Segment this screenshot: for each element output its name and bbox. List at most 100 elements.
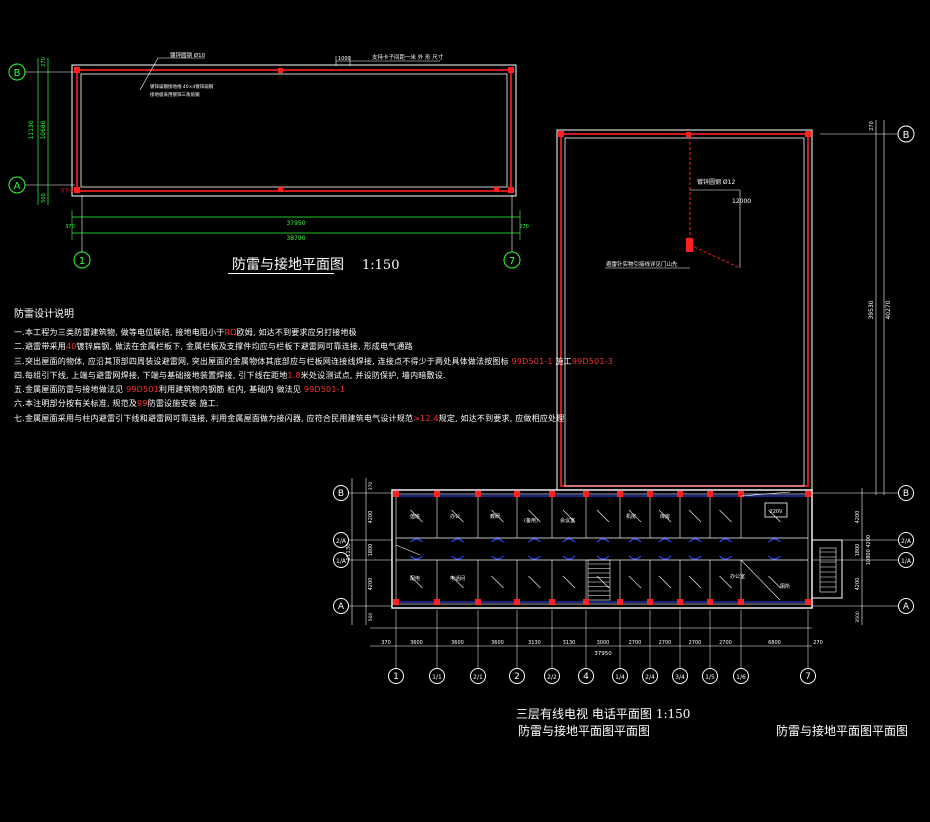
grid-bubble xyxy=(388,668,404,684)
svg-text:会议室: 会议室 xyxy=(560,517,575,524)
column-marker xyxy=(738,599,744,605)
row-bubble-label: 1/A xyxy=(336,558,347,565)
note-line-3: 三.突出屋面的物体, 应沿其顶部四周装设避雷网, 突出屋面的金属物体其底部应与栏… xyxy=(14,356,614,366)
grid-bubble-label: 3/4 xyxy=(675,674,685,681)
svg-text:37950: 37950 xyxy=(594,651,612,657)
top-plan-lightning-belt xyxy=(76,69,512,192)
grid-bubble xyxy=(544,668,560,684)
right-plan-outline xyxy=(556,129,813,491)
device-symbol xyxy=(688,509,702,523)
svg-text:厕所: 厕所 xyxy=(780,583,790,590)
column-marker xyxy=(805,491,811,497)
svg-text:370: 370 xyxy=(381,640,391,646)
row-bubble-label: B xyxy=(338,489,344,499)
grid-bubble-b-right: B xyxy=(897,125,915,143)
top-plan-title-underline xyxy=(228,273,334,274)
device-symbol xyxy=(768,509,781,523)
grid-bubble-b-top: B xyxy=(8,63,26,81)
svg-text:370: 370 xyxy=(368,482,374,491)
top-roof-plan: B A 1 7 11130 10680 270 500 37950 387 xyxy=(8,51,529,269)
grid-bubble xyxy=(642,668,658,684)
grid-bubble xyxy=(702,668,718,684)
svg-text:1: 1 xyxy=(79,256,85,267)
lamp-symbol xyxy=(562,538,576,560)
column-marker xyxy=(434,491,440,497)
grid-bubble-7-top: 7 xyxy=(503,251,521,269)
column-marker xyxy=(514,599,520,605)
device-symbol xyxy=(410,509,423,523)
svg-text:500: 500 xyxy=(41,193,47,203)
grid-bubble-label: 1/6 xyxy=(736,674,746,681)
lamp-symbol xyxy=(768,538,781,560)
top-plan-scale: 1:150 xyxy=(362,258,400,273)
floor-plan-outline xyxy=(391,489,813,609)
svg-text:4200: 4200 xyxy=(855,511,861,524)
svg-text:12000: 12000 xyxy=(732,198,751,205)
floor-plan-subtitle: 防雷与接地平面图平面图 xyxy=(518,724,651,738)
device-symbol xyxy=(596,509,610,523)
device-symbol xyxy=(528,509,541,523)
note-line-7: 七.金属屋面采用与柱内避雷引下线和避雷网可靠连接, 利用金属屋面做为接闪器, 应… xyxy=(14,413,565,423)
svg-text:11130: 11130 xyxy=(346,543,352,561)
bay-dimension: 3130 xyxy=(563,640,576,646)
column-marker xyxy=(738,491,744,497)
grid-bubble-label: 2/4 xyxy=(645,674,655,681)
row-bubble-left xyxy=(333,552,349,568)
svg-text:接地极采用镀锌三角角钢: 接地极采用镀锌三角角钢 xyxy=(150,91,200,98)
device-symbol xyxy=(628,575,642,589)
column-marker xyxy=(647,491,653,497)
lamp-symbol xyxy=(410,538,423,560)
device-symbol xyxy=(491,509,504,523)
grid-bubble-label: 2/1 xyxy=(473,674,483,681)
wiring-run xyxy=(740,491,791,497)
svg-text:10680: 10680 xyxy=(40,120,47,139)
grid-bubble xyxy=(509,668,525,684)
svg-text:引下线: 引下线 xyxy=(60,187,74,194)
svg-text:机房: 机房 xyxy=(626,513,636,520)
grid-bubble-label: 7 xyxy=(805,672,811,682)
svg-text:A: A xyxy=(14,181,21,192)
row-bubble-label: A xyxy=(903,602,910,612)
svg-text:镀锌圆钢 Ø12: 镀锌圆钢 Ø12 xyxy=(697,178,735,186)
device-symbol xyxy=(528,575,541,589)
svg-text:4200: 4200 xyxy=(368,578,374,591)
lamp-symbol xyxy=(596,538,610,560)
bay-dimension: 2700 xyxy=(689,640,702,646)
note-line-6: 六.本注明部分按有关标准, 规范及99防雷设施安装 施工. xyxy=(14,399,219,409)
bay-dimension: 3600 xyxy=(491,640,504,646)
column-marker xyxy=(583,599,589,605)
svg-text:39530: 39530 xyxy=(868,300,875,319)
lamp-symbol xyxy=(688,538,702,560)
row-bubble-label: A xyxy=(338,602,345,612)
bay-dimension: 3000 xyxy=(597,640,610,646)
svg-text:4200: 4200 xyxy=(368,511,374,524)
row-bubble-label: 2/A xyxy=(336,538,347,545)
design-notes: 防雷设计说明 一.本工程为三类防雷建筑物, 做等电位联结, 接地电阻小于RΩ欧姆… xyxy=(14,305,614,426)
lamp-symbol xyxy=(658,538,672,560)
device-symbol xyxy=(562,575,576,589)
device-symbol xyxy=(628,509,642,523)
row-bubble-label: 2/A xyxy=(901,538,912,545)
svg-text:4200: 4200 xyxy=(855,578,861,591)
column-marker xyxy=(677,491,683,497)
column-marker xyxy=(647,599,653,605)
device-symbol xyxy=(451,509,464,523)
svg-text:(备用): (备用) xyxy=(524,517,538,524)
svg-text:教研: 教研 xyxy=(490,513,500,520)
svg-text:270: 270 xyxy=(813,640,823,646)
svg-text:500: 500 xyxy=(368,613,374,622)
row-bubble-right xyxy=(898,552,914,568)
svg-text:办公室: 办公室 xyxy=(730,573,745,580)
top-plan-outline xyxy=(71,64,517,197)
grid-bubble xyxy=(733,668,749,684)
svg-text:配电: 配电 xyxy=(410,575,420,582)
svg-text:支持卡子间距一米 外 形 尺寸: 支持卡子间距一米 外 形 尺寸 xyxy=(372,53,444,61)
row-bubble-label: B xyxy=(903,489,909,499)
grid-bubble xyxy=(429,668,445,684)
svg-text:40270: 40270 xyxy=(885,300,892,319)
svg-text:270: 270 xyxy=(869,121,875,131)
device-symbol xyxy=(658,575,672,589)
bay-dimension: 2700 xyxy=(629,640,642,646)
grid-bubble-label: 1/1 xyxy=(432,674,442,681)
note-line-4: 四.每组引下线, 上端与避雷网焊接, 下端与基础接地装置焊接, 引下线在距地1.… xyxy=(14,370,446,380)
